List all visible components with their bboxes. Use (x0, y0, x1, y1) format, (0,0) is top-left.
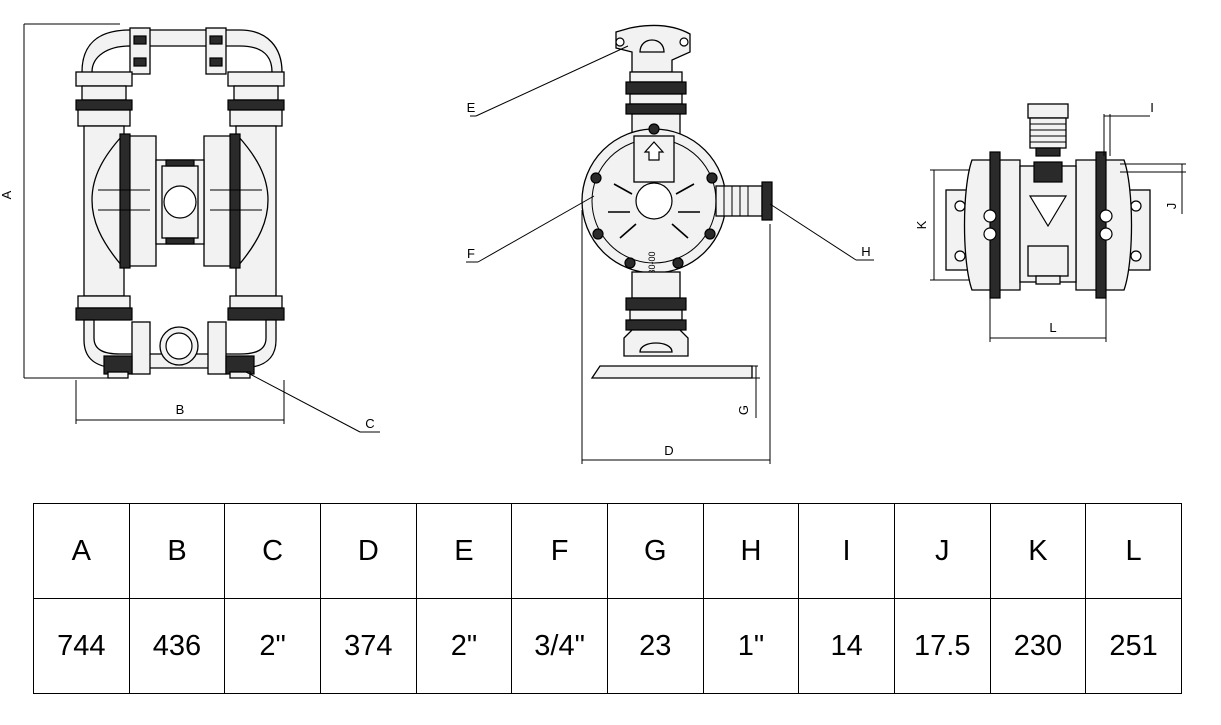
front-dim-label-b: B (176, 402, 185, 417)
value-cell-f: 3/4" (511, 598, 608, 694)
value-cell-g: 23 (606, 598, 704, 694)
side-label-e: E (467, 100, 476, 115)
top-dim-label-i: I (1150, 100, 1154, 115)
value-cell-b: 436 (128, 598, 226, 694)
value-cell-e: 2" (415, 598, 513, 694)
value-cell-c: 2" (224, 598, 321, 694)
top-dim-label-l: L (1049, 320, 1056, 335)
header-cell-e: E (415, 503, 513, 599)
value-cell-k: 230 (989, 598, 1087, 694)
top-dim-label-j: J (1164, 203, 1179, 210)
top-dim-label-k: K (914, 220, 929, 229)
header-cell-c: C (224, 503, 321, 599)
header-cell-l: L (1085, 503, 1182, 599)
header-cell-d: D (319, 503, 417, 599)
header-cell-i: I (798, 503, 895, 599)
top-view: I J K L (914, 100, 1186, 342)
header-cell-b: B (128, 503, 226, 599)
side-dim-label-g: G (736, 405, 751, 415)
header-cell-k: K (989, 503, 1087, 599)
front-dim-label-a: A (0, 190, 14, 199)
value-cell-h: 1" (702, 598, 800, 694)
value-cell-i: 14 (798, 598, 895, 694)
side-view: 230-30-00 E F H G (466, 24, 874, 464)
dimension-table: A B C D E F G H I J K L 744 436 2" 374 2… (33, 503, 1182, 694)
header-cell-g: G (606, 503, 704, 599)
header-cell-h: H (702, 503, 800, 599)
pump-dimension-drawing: A B C (0, 23, 1186, 464)
side-label-h: H (861, 244, 870, 259)
front-label-c: C (365, 416, 374, 431)
dimension-value-row: 744 436 2" 374 2" 3/4" 23 1" 14 17.5 230… (33, 598, 1182, 694)
value-cell-d: 374 (319, 598, 417, 694)
side-label-f: F (467, 246, 475, 261)
header-cell-f: F (511, 503, 608, 599)
front-view: A B C (0, 23, 380, 433)
value-cell-j: 17.5 (893, 598, 991, 694)
dimension-header-row: A B C D E F G H I J K L (33, 503, 1182, 599)
header-cell-j: J (893, 503, 991, 599)
value-cell-a: 744 (33, 598, 130, 694)
side-dim-label-d: D (664, 443, 673, 458)
header-cell-a: A (33, 503, 130, 599)
value-cell-l: 251 (1085, 598, 1182, 694)
